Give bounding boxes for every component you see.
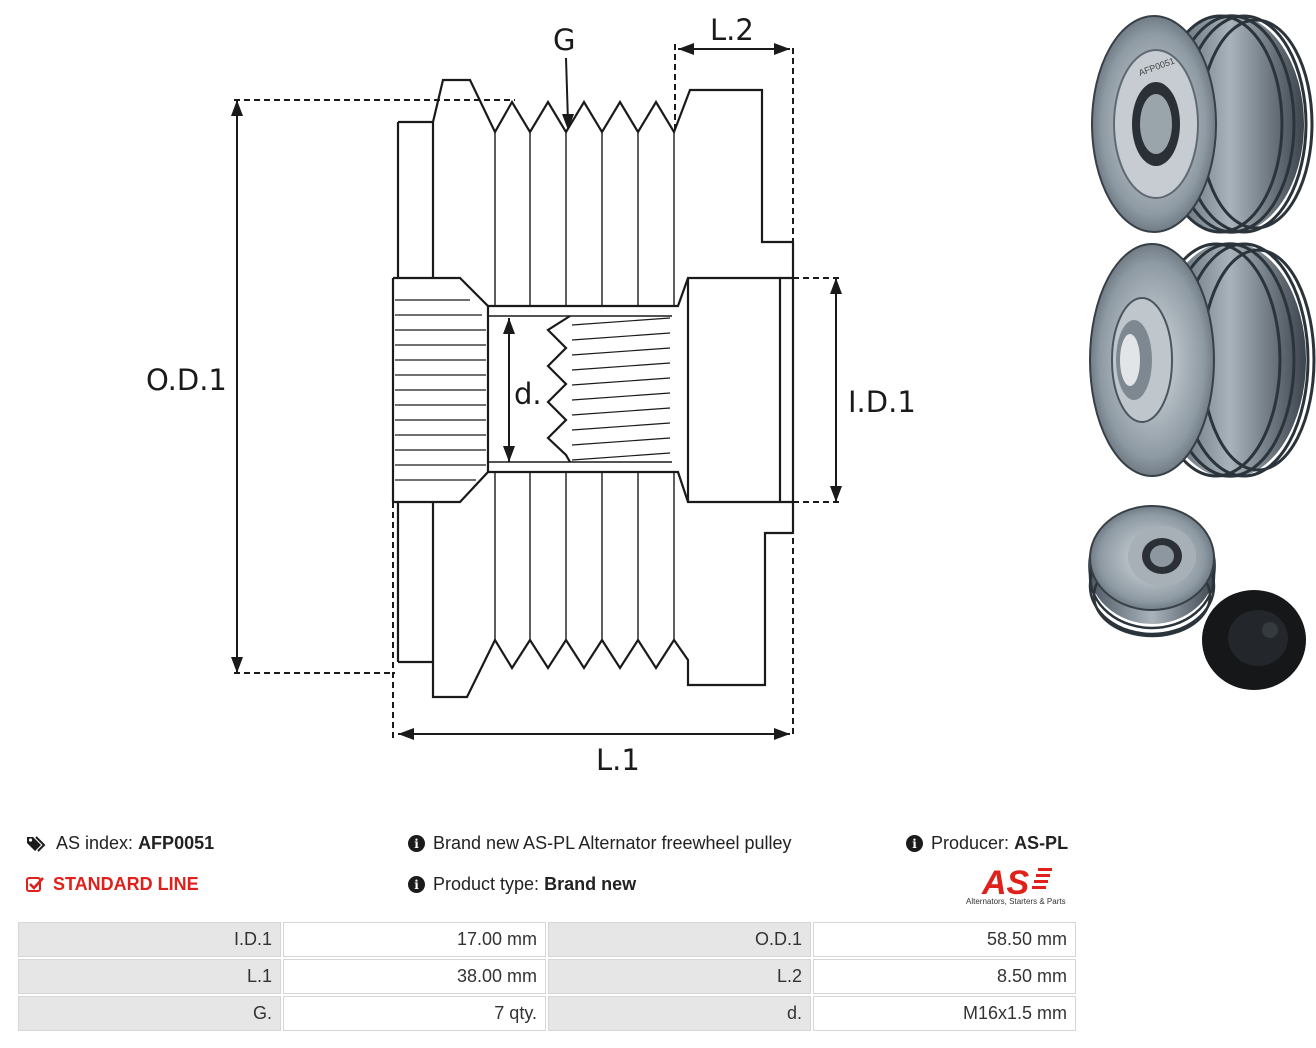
as-index-value: AFP0051 — [138, 833, 215, 853]
table-row: I.D.1 17.00 mm O.D.1 58.50 mm — [18, 922, 1076, 957]
info-icon: i — [906, 835, 923, 852]
spec-value: 7 qty. — [283, 996, 546, 1031]
logo-tagline: Alternators, Starters & Parts — [966, 897, 1066, 906]
as-pl-logo: AS — [981, 864, 1052, 902]
description-row: i Brand new AS-PL Alternator freewheel p… — [408, 833, 792, 854]
product-type-row: i Product type: Brand new — [408, 874, 636, 895]
tags-icon — [27, 835, 46, 852]
as-index-row: AS index: AFP0051 — [26, 833, 214, 854]
spec-value: 17.00 mm — [283, 922, 546, 957]
spec-value: 38.00 mm — [283, 959, 546, 994]
spec-value: M16x1.5 mm — [813, 996, 1076, 1031]
standard-line-label: STANDARD LINE — [53, 874, 199, 894]
producer-label: Producer: — [931, 833, 1010, 853]
checkbox-checked-icon — [26, 877, 44, 892]
svg-text:AS: AS — [981, 864, 1030, 902]
label-od1: O.D.1 — [146, 363, 227, 397]
label-g: G — [553, 23, 575, 57]
spec-value: 58.50 mm — [813, 922, 1076, 957]
pulley-photo-front: AFP0051 — [1091, 14, 1314, 234]
table-row: L.1 38.00 mm L.2 8.50 mm — [18, 959, 1076, 994]
spec-table: I.D.1 17.00 mm O.D.1 58.50 mm L.1 38.00 … — [16, 920, 1078, 1033]
label-id1: I.D.1 — [848, 385, 916, 419]
spec-label: d. — [548, 996, 811, 1031]
label-l2: L.2 — [710, 13, 754, 47]
spec-label: O.D.1 — [548, 922, 811, 957]
info-icon: i — [408, 876, 425, 893]
spec-label: L.1 — [18, 959, 281, 994]
pulley-photo-with-cap — [1088, 505, 1306, 690]
pulley-photo-angled — [1089, 242, 1316, 478]
label-l1: L.1 — [596, 743, 640, 777]
spec-label: I.D.1 — [18, 922, 281, 957]
pulley-technical-drawing: G L.2 O.D.1 I.D.1 d. L.1 — [146, 13, 916, 777]
as-index-label: AS index: — [56, 833, 134, 853]
spec-value: 8.50 mm — [813, 959, 1076, 994]
spec-label: L.2 — [548, 959, 811, 994]
table-row: G. 7 qty. d. M16x1.5 mm — [18, 996, 1076, 1031]
product-photos: AFP0051 — [1088, 14, 1316, 690]
producer-row: i Producer: AS-PL — [906, 833, 1068, 854]
standard-line-row: STANDARD LINE — [26, 874, 199, 895]
product-type-value: Brand new — [544, 874, 637, 894]
info-icon: i — [408, 835, 425, 852]
producer-value: AS-PL — [1014, 833, 1069, 853]
spec-label: G. — [18, 996, 281, 1031]
product-type-label: Product type: — [433, 874, 540, 894]
label-d: d. — [514, 377, 542, 411]
description-text: Brand new AS-PL Alternator freewheel pul… — [433, 833, 792, 853]
